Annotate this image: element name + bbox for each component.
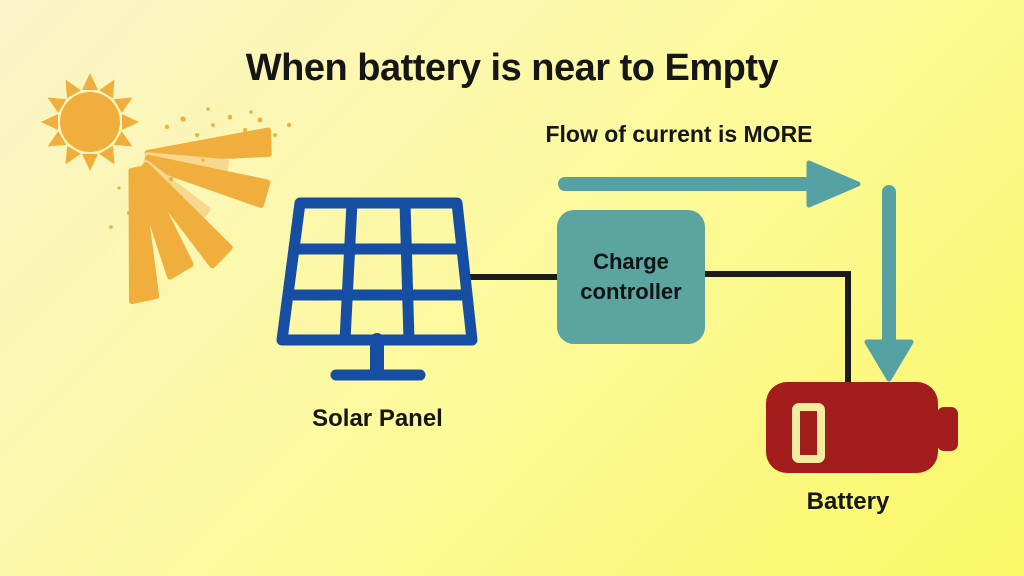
charge-controller-label: Charge controller bbox=[580, 249, 682, 304]
solar-panel-label: Solar Panel bbox=[312, 405, 443, 432]
flow-arrow-right-icon bbox=[558, 160, 861, 208]
page-title: When battery is near to Empty bbox=[245, 47, 779, 89]
solar-panel-icon bbox=[276, 197, 478, 381]
charge-controller-node: Charge controller bbox=[557, 210, 705, 344]
battery-low-icon bbox=[766, 382, 958, 473]
sun-icon bbox=[41, 73, 139, 171]
sun-rays-icon bbox=[109, 107, 292, 305]
battery-label: Battery bbox=[806, 488, 890, 515]
flow-arrow-down-icon bbox=[864, 185, 914, 382]
battery-charge-bar bbox=[792, 403, 825, 463]
sun-speckles bbox=[109, 107, 292, 256]
wire-controller-to-battery bbox=[703, 271, 851, 390]
flow-of-current-label: Flow of current is MORE bbox=[545, 121, 813, 147]
